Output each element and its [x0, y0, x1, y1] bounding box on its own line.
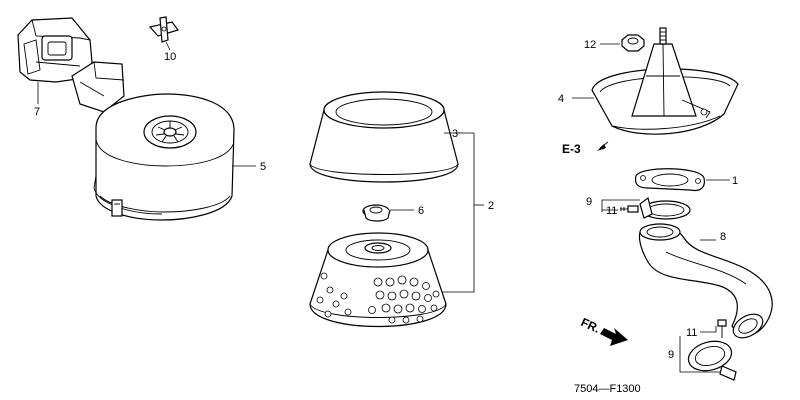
callout-9-lower: 9 — [668, 349, 674, 361]
part-8-elbow-hose — [638, 223, 773, 339]
part-11-lower-screw — [717, 319, 727, 338]
callout-3: 3 — [452, 128, 458, 140]
callout-12: 12 — [584, 39, 596, 51]
reference-e3-label: E-3 — [562, 142, 581, 156]
part-2-inner-element — [309, 232, 447, 328]
leader-10 — [165, 41, 171, 51]
front-label: FR. — [579, 315, 602, 336]
bracket-9-lower — [679, 336, 720, 373]
part-3-outer-element — [309, 91, 459, 183]
part-1-gasket — [634, 168, 705, 192]
callout-8: 8 — [720, 231, 726, 243]
front-direction-indicator: FR. — [579, 315, 628, 346]
callout-4: 4 — [558, 93, 564, 105]
part-4-base — [591, 27, 739, 135]
perforations — [316, 272, 440, 324]
callout-9-upper: 9 — [586, 196, 592, 208]
part-9-lower-clamp — [687, 340, 737, 381]
callout-7: 7 — [34, 106, 40, 118]
callout-2: 2 — [488, 200, 494, 212]
part-6-grommet — [362, 204, 391, 222]
front-arrow-icon — [600, 328, 628, 346]
part-9-upper-clamp — [639, 196, 691, 220]
part-10-clip — [148, 16, 179, 43]
part-5-air-cleaner-cover — [71, 61, 235, 221]
part-11-upper-screw — [620, 205, 639, 213]
callout-5: 5 — [260, 161, 266, 173]
bracket-2 — [440, 132, 475, 293]
callout-6: 6 — [418, 205, 424, 217]
reference-e3-arrowhead — [597, 144, 606, 151]
part-12-nut — [621, 34, 645, 52]
callout-11-lower: 11 — [686, 327, 697, 339]
figure-code: 7504—F1300 — [574, 383, 641, 395]
callout-11-upper: 11 — [606, 205, 617, 217]
callout-10: 10 — [164, 51, 176, 63]
leader-11-lower — [700, 326, 717, 333]
callout-1: 1 — [732, 175, 738, 187]
bracket-9-upper — [601, 199, 640, 212]
